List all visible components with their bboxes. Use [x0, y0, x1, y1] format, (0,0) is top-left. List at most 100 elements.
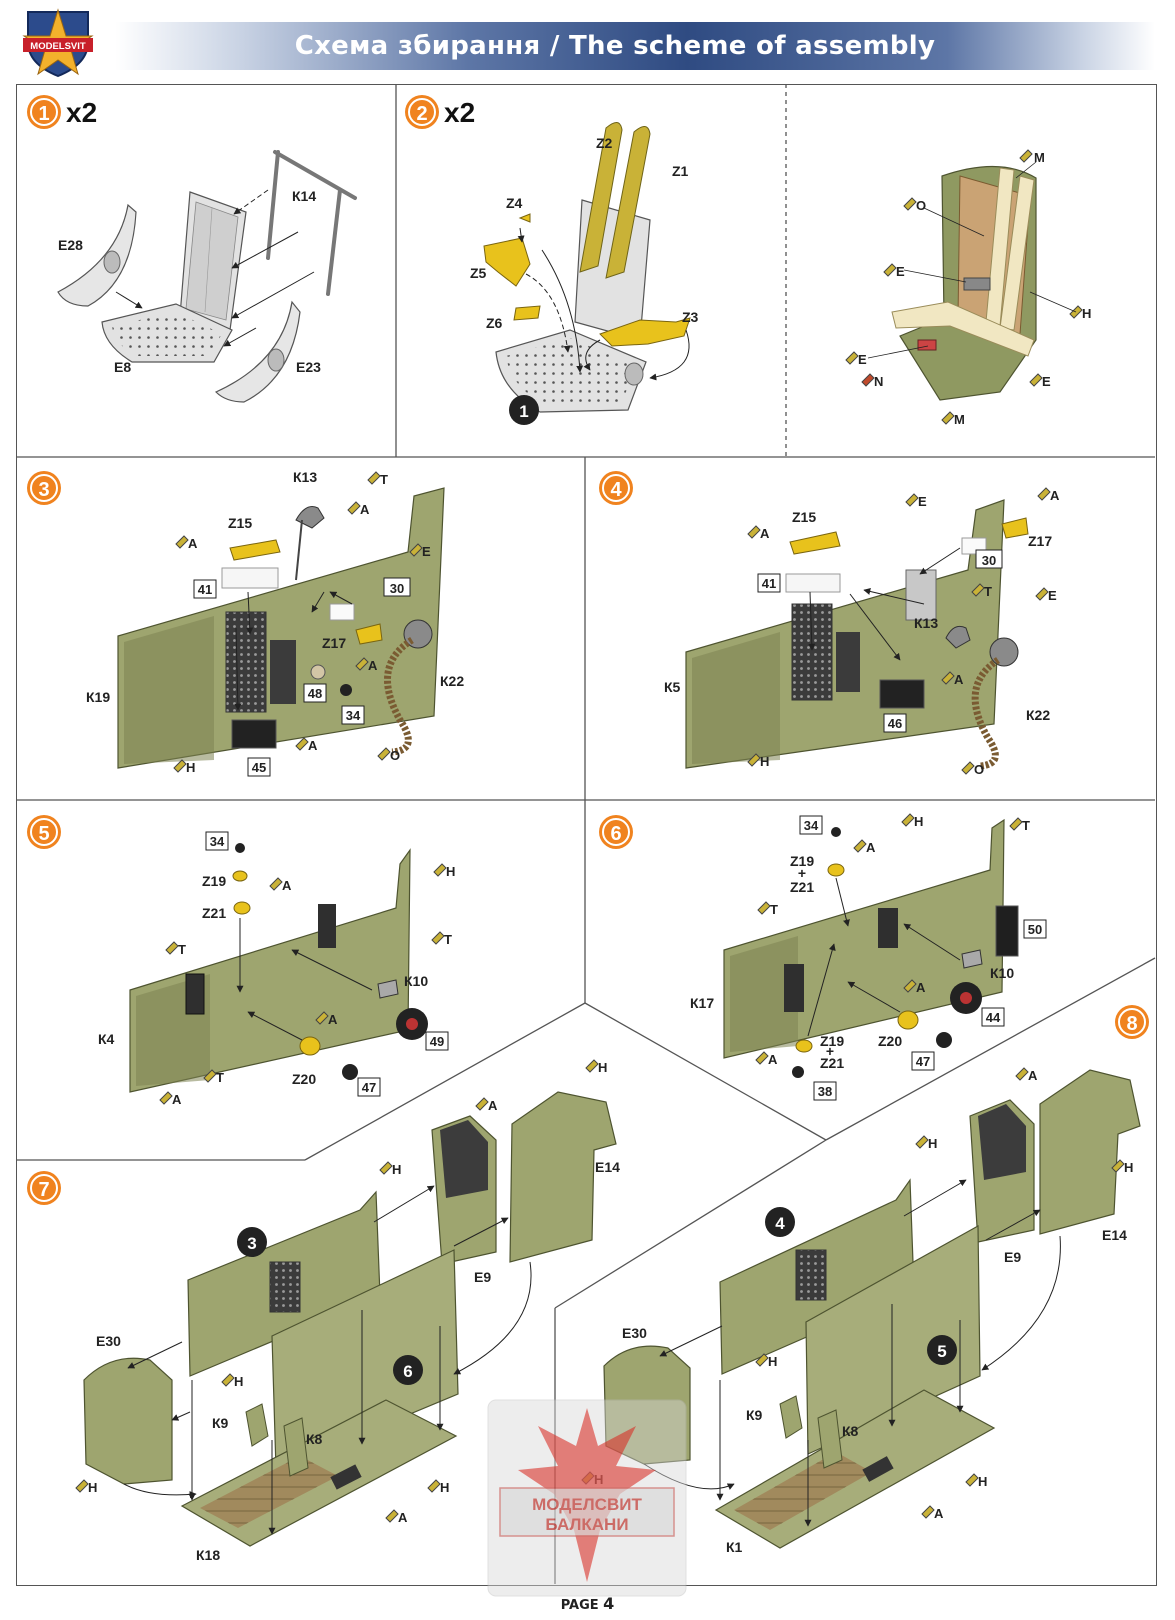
- part-label: К18: [196, 1547, 220, 1563]
- part-label: Z20: [878, 1033, 902, 1049]
- svg-text:A: A: [172, 1092, 182, 1107]
- svg-text:O: O: [390, 748, 400, 763]
- panel-z15: [229, 539, 281, 561]
- instruction-frame: [16, 84, 1157, 1586]
- part-label: Z6: [486, 315, 503, 331]
- assembly-arrows: [643, 1179, 1061, 1527]
- assembly-arrows: [808, 547, 961, 661]
- paint-callouts: T A A E A A O H: [173, 471, 431, 775]
- buckle: [963, 277, 991, 291]
- decal-46-graphic: [879, 679, 925, 709]
- step-6: 6 Z19 + Z21 К10 К17 Z20 Z19 + Z21 H T: [599, 813, 1047, 1101]
- svg-text:30: 30: [982, 553, 996, 568]
- subassembly-badge: [509, 395, 539, 425]
- svg-text:E: E: [1048, 588, 1057, 603]
- part-label: Е14: [1102, 1227, 1127, 1243]
- svg-text:A: A: [1050, 488, 1060, 503]
- watermark-line1: МОДЕЛСВИТ: [532, 1495, 642, 1514]
- part-label: Е30: [622, 1325, 647, 1341]
- side-panel-right: [214, 300, 301, 403]
- svg-text:A: A: [282, 878, 292, 893]
- part-label: К22: [1026, 707, 1050, 723]
- svg-text:T: T: [178, 942, 186, 957]
- decal-41-graphic: [221, 567, 279, 589]
- bracket-k8: [817, 1409, 843, 1469]
- panel-e30: [83, 1357, 173, 1485]
- hose-k22: [971, 657, 1001, 770]
- lever-k10: [961, 949, 983, 969]
- svg-text:34: 34: [346, 708, 361, 723]
- step-number: 2: [416, 103, 427, 125]
- page-number-value: 4: [603, 1594, 615, 1613]
- page-number: PAGE 4: [0, 1594, 1175, 1613]
- step-4: 4 Z15 Z17 К13 К22 К5 E A A T E A: [599, 471, 1060, 777]
- assembly-arrows: [115, 189, 315, 347]
- decal-callouts: 41 30 48 34 45: [193, 577, 411, 777]
- oxygen-regulator: [989, 637, 1019, 667]
- panel-z15: [789, 531, 841, 555]
- bulkhead-e14: [509, 1091, 617, 1263]
- part-label: Z15: [228, 515, 252, 531]
- assembly-arrows: [234, 591, 353, 711]
- part-label: К4: [98, 1031, 115, 1047]
- svg-text:34: 34: [210, 834, 225, 849]
- svg-text:H: H: [928, 1136, 937, 1151]
- svg-text:A: A: [866, 840, 876, 855]
- svg-text:H: H: [978, 1474, 987, 1489]
- part-label: К10: [990, 965, 1014, 981]
- svg-text:A: A: [760, 526, 770, 541]
- svg-text:M: M: [954, 412, 965, 427]
- svg-text:34: 34: [804, 818, 819, 833]
- grille: [225, 611, 267, 713]
- svg-text:T: T: [216, 1070, 224, 1085]
- decal-50-graphic: [995, 905, 1019, 957]
- svg-text:H: H: [446, 864, 455, 879]
- step-multiplier: x2: [66, 97, 97, 128]
- subassembly-badge: [393, 1355, 423, 1385]
- svg-text:N: N: [874, 374, 883, 389]
- paint-callouts: A H T T A A T: [159, 863, 455, 1107]
- svg-text:H: H: [88, 1480, 97, 1495]
- part-z17: [355, 623, 383, 645]
- step-5: 5 Z19 Z21 К10 К4 Z20 A H T T A A T: [27, 815, 455, 1107]
- assembly-arrows: [807, 877, 961, 1037]
- svg-text:41: 41: [198, 582, 212, 597]
- part-label: Е28: [58, 237, 83, 253]
- svg-text:A: A: [308, 738, 318, 753]
- page-header: MODELSVIT Схема збирання / The scheme of…: [0, 0, 1175, 80]
- step-number: 8: [1126, 1013, 1137, 1035]
- svg-text:E: E: [918, 494, 927, 509]
- subassembly-badge: [237, 1227, 267, 1257]
- part-label: Z21: [202, 905, 226, 921]
- seat-frame: [266, 150, 357, 296]
- svg-text:H: H: [392, 1162, 401, 1177]
- part-label: К19: [86, 689, 110, 705]
- side-panel-left: [57, 203, 137, 307]
- step-2: 2 x2 Z2 Z1 Z4 Z5 Z6 Z3 1: [405, 95, 699, 425]
- paint-callouts: E A A T E A O H: [747, 487, 1060, 777]
- part-label: К9: [212, 1415, 229, 1431]
- harness: [891, 167, 1035, 357]
- step-number: 3: [38, 479, 49, 501]
- hose-k22: [384, 637, 414, 756]
- svg-text:H: H: [1124, 1160, 1133, 1175]
- svg-text:A: A: [328, 1012, 338, 1027]
- svg-text:50: 50: [1028, 922, 1042, 937]
- svg-text:A: A: [1028, 1068, 1038, 1083]
- svg-text:44: 44: [986, 1010, 1001, 1025]
- paint-callouts: H A H H H H A: [75, 1059, 607, 1525]
- page-title: Схема збирання / The scheme of assembly: [294, 31, 936, 61]
- svg-text:A: A: [188, 536, 198, 551]
- subassembly-number: 4: [775, 1214, 785, 1233]
- svg-text:H: H: [234, 1374, 243, 1389]
- svg-text:H: H: [1082, 306, 1091, 321]
- svg-text:41: 41: [762, 576, 776, 591]
- svg-text:A: A: [916, 980, 926, 995]
- svg-text:T: T: [380, 472, 388, 487]
- plus-sign: +: [798, 865, 806, 881]
- step-number: 4: [610, 479, 622, 501]
- svg-text:A: A: [360, 502, 370, 517]
- assembly-arrows: [123, 1185, 532, 1535]
- svg-text:49: 49: [430, 1034, 444, 1049]
- step-1: 1 x2 К14 Е28 Е8 Е23: [27, 95, 357, 403]
